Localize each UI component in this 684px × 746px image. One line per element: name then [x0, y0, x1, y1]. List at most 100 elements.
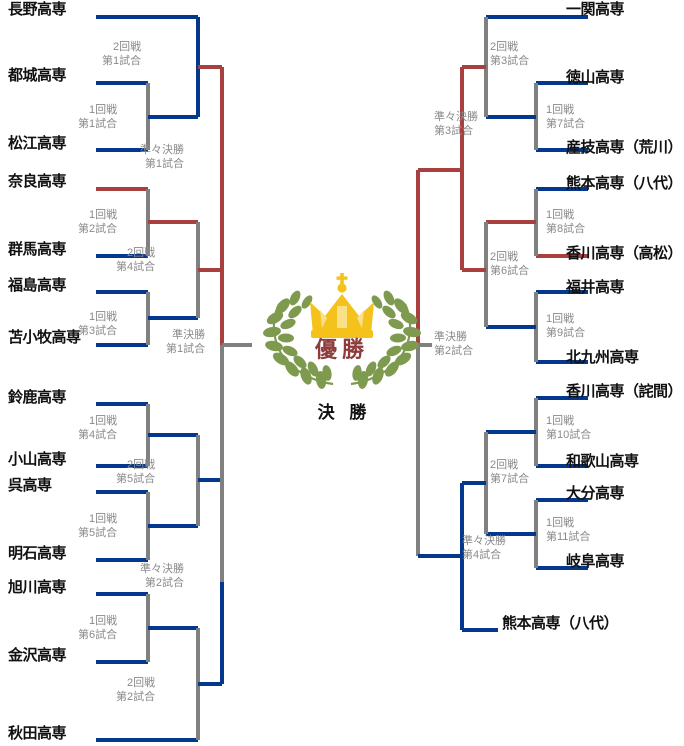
match-round: 1回戦: [546, 313, 575, 325]
match-round: 準々決勝: [140, 144, 184, 156]
match-game: 第1試合: [78, 118, 118, 131]
match-game: 第3試合: [78, 325, 118, 338]
laurel-wreath-icon: [263, 290, 421, 389]
match-round: 2回戦: [113, 41, 142, 53]
team-label: 大分高専: [566, 485, 625, 502]
team-label: 産技高専（荒川）: [566, 139, 683, 156]
match-round: 1回戦: [89, 513, 118, 525]
match-game: 第3試合: [490, 55, 530, 68]
match-label: 2回戦第5試合: [116, 458, 155, 486]
match-game: 第7試合: [546, 118, 586, 131]
team-label: 秋田高専: [8, 725, 67, 742]
team-label: 和歌山高専: [566, 453, 639, 470]
match-game: 第1試合: [144, 158, 184, 171]
match-game: 第2試合: [78, 223, 118, 236]
right-r2-m6: [484, 220, 536, 329]
match-label: 1回戦第10試合: [546, 414, 591, 442]
match-label: 2回戦第6試合: [490, 250, 529, 278]
match-game: 第4試合: [78, 429, 118, 442]
match-game: 第6試合: [78, 629, 118, 642]
right-qf3: [460, 65, 486, 272]
match-game: 第1試合: [102, 55, 142, 68]
match-game: 第10試合: [546, 429, 592, 442]
match-round: 2回戦: [127, 677, 156, 689]
match-label: 2回戦第3試合: [490, 40, 529, 68]
championship-emblem: 優勝: [263, 273, 421, 389]
match-round: 1回戦: [89, 615, 118, 627]
team-label: 熊本高専（八代）: [566, 175, 683, 192]
match-round: 2回戦: [127, 459, 156, 471]
match-game: 第11試合: [546, 531, 591, 544]
match-label: 準々決勝第1試合: [140, 143, 184, 171]
match-game: 第9試合: [546, 327, 586, 340]
match-label: 1回戦第6試合: [78, 614, 117, 642]
match-label: 2回戦第1試合: [102, 40, 141, 68]
left-sf1: [220, 170, 252, 582]
left-qf1: [198, 65, 224, 272]
team-label: 福井高専: [566, 279, 625, 296]
match-round: 2回戦: [490, 41, 519, 53]
match-round: 準決勝: [434, 331, 467, 343]
match-round: 1回戦: [89, 311, 118, 323]
team-label: 岐阜高専: [566, 553, 625, 570]
team-label: 明石高専: [8, 545, 67, 562]
match-label: 1回戦第5試合: [78, 512, 117, 540]
match-round: 1回戦: [89, 209, 118, 221]
match-game: 第4試合: [116, 261, 156, 274]
match-round: 1回戦: [546, 415, 575, 427]
match-label: 1回戦第11試合: [546, 516, 590, 544]
match-label: 準決勝第2試合: [434, 330, 473, 358]
match-label: 準々決勝第3試合: [434, 110, 478, 138]
team-label: 群馬高専: [8, 241, 67, 258]
match-round: 準々決勝: [140, 563, 184, 575]
crown-icon: [310, 273, 374, 338]
match-game: 第3試合: [434, 125, 474, 138]
match-round: 2回戦: [490, 459, 519, 471]
match-label: 準々決勝第4試合: [462, 534, 506, 562]
team-label: 一関高専: [566, 1, 625, 18]
match-game: 第8試合: [546, 223, 586, 236]
team-label: 旭川高専: [8, 579, 67, 596]
team-label: 都城高専: [8, 67, 67, 84]
team-label: 鈴鹿高専: [8, 389, 67, 406]
match-label: 準々決勝第2試合: [140, 562, 184, 590]
team-label: 呉高専: [8, 477, 52, 494]
match-round: 1回戦: [546, 517, 575, 529]
match-round: 準々決勝: [462, 535, 506, 547]
match-game: 第2試合: [434, 345, 474, 358]
emblem-label: 優勝: [314, 337, 369, 362]
team-label: 松江高専: [8, 135, 67, 152]
match-label: 2回戦第4試合: [116, 246, 155, 274]
final-label: 決 勝: [317, 403, 372, 422]
match-label: 1回戦第9試合: [546, 312, 585, 340]
match-game: 第5試合: [116, 473, 156, 486]
team-label: 徳山高専: [566, 69, 625, 86]
match-game: 第7試合: [490, 473, 530, 486]
team-label: 長野高専: [8, 1, 67, 18]
team-label: 小山高専: [8, 451, 67, 468]
right-sf2: [416, 168, 462, 558]
team-label: 香川高専（詫間）: [566, 383, 683, 400]
team-label: 金沢高専: [8, 647, 67, 664]
match-label: 1回戦第4試合: [78, 414, 117, 442]
match-round: 2回戦: [490, 251, 519, 263]
left-r2-m5: [148, 433, 200, 528]
match-label: 準決勝第1試合: [166, 328, 205, 356]
team-label: 北九州高専: [566, 349, 639, 366]
left-qf2: [198, 478, 224, 686]
match-label: 1回戦第3試合: [78, 310, 117, 338]
match-round: 準々決勝: [434, 111, 478, 123]
match-round: 1回戦: [546, 209, 575, 221]
match-round: 準決勝: [172, 329, 206, 341]
match-label: 2回戦第7試合: [490, 458, 529, 486]
match-game: 第4試合: [462, 549, 502, 562]
match-game: 第1試合: [166, 343, 206, 356]
match-game: 第2試合: [144, 577, 184, 590]
team-label: 香川高専（高松）: [566, 245, 683, 262]
match-label: 1回戦第8試合: [546, 208, 585, 236]
team-label: 奈良高専: [8, 173, 67, 190]
match-round: 1回戦: [89, 104, 118, 116]
match-round: 1回戦: [89, 415, 118, 427]
